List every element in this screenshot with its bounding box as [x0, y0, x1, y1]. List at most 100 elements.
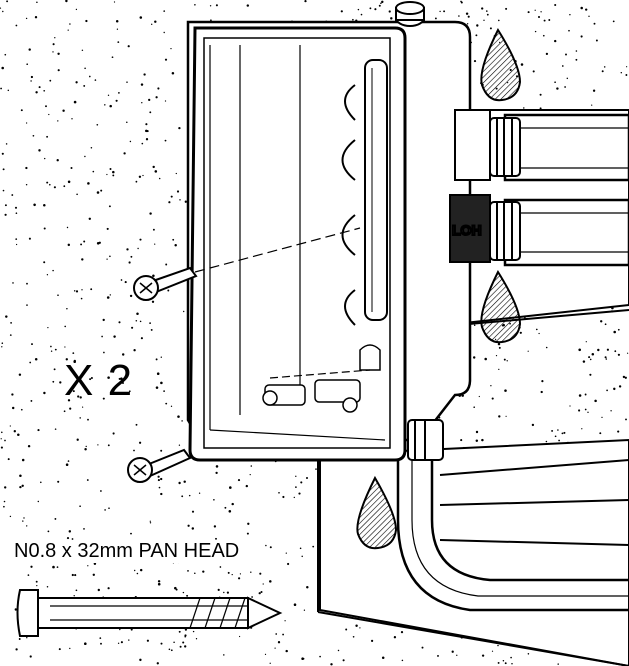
plaster-speck — [381, 0, 384, 4]
plaster-speck — [475, 430, 479, 434]
plaster-speck — [498, 346, 501, 349]
plaster-speck — [269, 580, 272, 583]
plaster-speck — [460, 439, 463, 442]
plaster-speck — [599, 432, 602, 435]
plaster-speck — [103, 351, 105, 354]
plaster-speck — [25, 17, 28, 20]
plaster-speck — [128, 390, 131, 393]
plaster-speck — [35, 580, 38, 583]
plaster-speck — [603, 66, 606, 68]
plaster-speck — [14, 206, 18, 209]
plaster-speck — [173, 641, 175, 643]
plaster-speck — [460, 0, 462, 3]
plaster-speck — [563, 431, 566, 434]
plaster-speck — [38, 86, 41, 89]
plaster-speck — [163, 390, 165, 392]
plaster-speck — [315, 468, 317, 470]
plaster-speck — [231, 573, 233, 576]
plaster-speck — [475, 439, 479, 442]
plaster-speck — [227, 571, 230, 574]
plaster-speck — [605, 358, 608, 360]
plaster-speck — [109, 104, 112, 108]
pan-head-screw-icon — [127, 448, 192, 483]
plaster-speck — [25, 122, 28, 124]
plaster-speck — [282, 633, 285, 636]
plaster-speck — [83, 84, 86, 87]
plaster-speck — [519, 331, 522, 334]
plaster-speck — [84, 67, 86, 70]
plaster-speck — [535, 328, 538, 331]
plaster-speck — [489, 27, 492, 30]
plaster-speck — [158, 486, 161, 489]
plaster-speck — [274, 647, 276, 649]
plaster-speck — [511, 662, 513, 665]
plaster-speck — [588, 15, 590, 18]
plaster-speck — [100, 189, 103, 192]
plaster-speck — [73, 100, 77, 104]
plaster-speck — [249, 473, 251, 476]
plaster-speck — [83, 528, 85, 530]
plaster-speck — [123, 152, 126, 155]
plaster-speck — [115, 99, 118, 102]
plaster-speck — [104, 104, 106, 106]
plaster-speck — [606, 389, 608, 392]
plaster-speck — [65, 0, 68, 3]
plaster-speck — [47, 326, 49, 329]
plaster-speck — [127, 45, 130, 48]
plaster-speck — [342, 659, 345, 662]
plaster-speck — [540, 390, 543, 394]
plaster-speck — [246, 532, 249, 535]
plaster-speck — [128, 639, 130, 641]
plaster-speck — [1, 342, 4, 344]
screw-spec-label: N0.8 x 32mm PAN HEAD — [12, 540, 242, 563]
plaster-speck — [129, 294, 133, 298]
plaster-speck — [542, 34, 545, 37]
plaster-speck — [97, 588, 100, 592]
plaster-speck — [126, 248, 129, 251]
plaster-speck — [22, 520, 24, 522]
plaster-speck — [237, 479, 241, 482]
plaster-speck — [90, 288, 93, 291]
plaster-speck — [557, 663, 559, 665]
plaster-speck — [15, 24, 18, 27]
plaster-speck — [99, 637, 102, 639]
plaster-speck — [183, 480, 186, 483]
plaster-speck — [293, 603, 297, 606]
plaster-speck — [543, 19, 546, 22]
plaster-speck — [312, 545, 315, 548]
plaster-speck — [478, 395, 480, 398]
plaster-speck — [30, 80, 32, 82]
plaster-speck — [106, 227, 109, 230]
plaster-speck — [19, 474, 22, 477]
plaster-speck — [21, 458, 25, 462]
plaster-speck — [37, 500, 40, 503]
plaster-speck — [108, 507, 110, 510]
plaster-speck — [2, 168, 5, 171]
plaster-speck — [21, 484, 24, 487]
plaster-speck — [88, 217, 91, 220]
plaster-speck — [106, 296, 110, 299]
plaster-speck — [115, 20, 119, 23]
plaster-speck — [71, 573, 74, 577]
plaster-speck — [46, 135, 49, 138]
plaster-speck — [72, 390, 75, 393]
plaster-speck — [295, 486, 297, 488]
plaster-speck — [44, 157, 46, 160]
plaster-speck — [490, 385, 492, 387]
plaster-speck — [71, 118, 73, 120]
plaster-speck — [45, 105, 47, 108]
plaster-speck — [112, 432, 115, 435]
plaster-speck — [4, 439, 6, 442]
pipe-bend — [396, 450, 629, 612]
plaster-speck — [133, 449, 135, 452]
plaster-speck — [7, 458, 10, 461]
plaster-speck — [151, 23, 153, 25]
plaster-speck — [109, 255, 111, 258]
plaster-speck — [531, 423, 535, 427]
plaster-speck — [370, 639, 374, 643]
plaster-speck — [569, 405, 571, 407]
plaster-speck — [475, 34, 478, 37]
plaster-speck — [0, 87, 2, 90]
plaster-speck — [25, 183, 28, 186]
plaster-speck — [151, 300, 155, 303]
